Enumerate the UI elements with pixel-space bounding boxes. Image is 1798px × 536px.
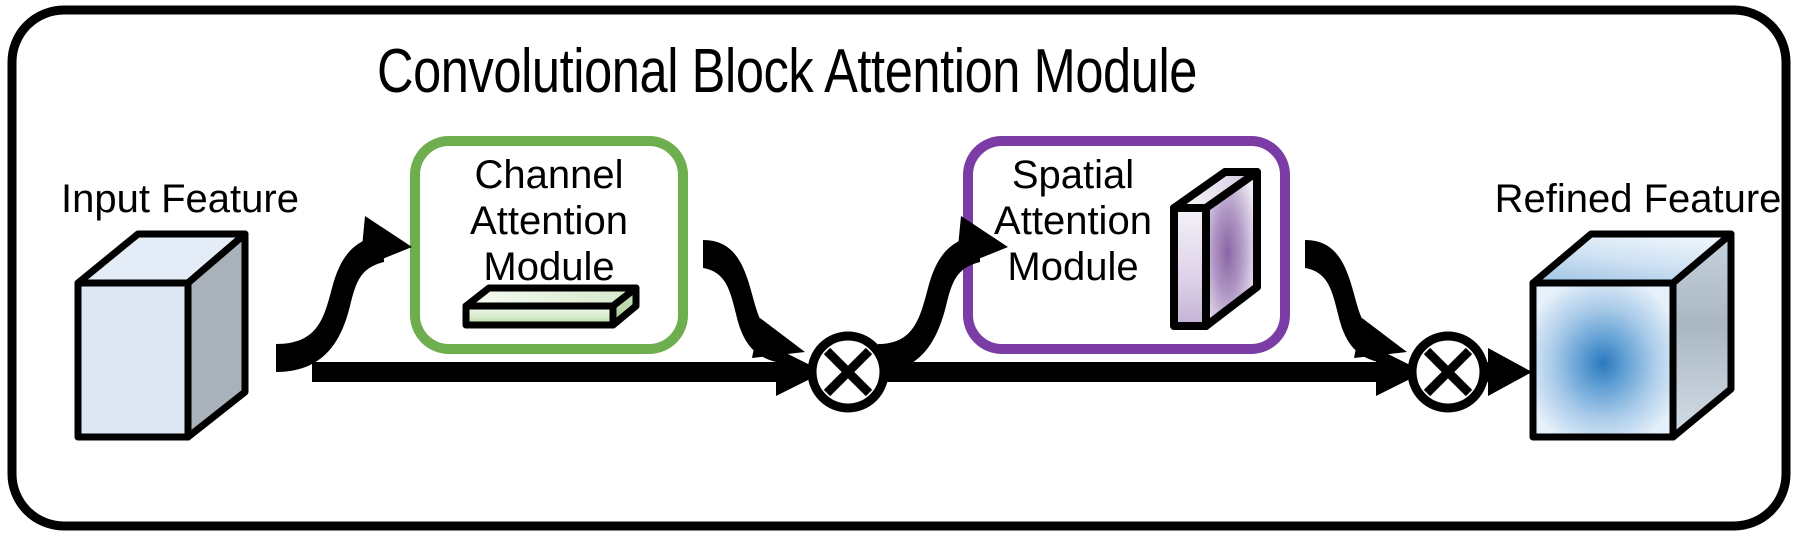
skip-connection-lines — [312, 348, 1532, 396]
spatial-module-line-3: Module — [1007, 245, 1138, 289]
input-feature-label: Input Feature — [61, 177, 299, 221]
line-mul2-to-output — [1476, 348, 1532, 396]
arrow-spatial-to-mul2 — [1305, 240, 1407, 362]
line-mul1-to-mul2 — [872, 348, 1424, 396]
channel-module-line-2: Attention — [470, 199, 628, 243]
spatial-attention-module[interactable]: Spatial Attention Module — [963, 136, 1290, 354]
channel-bar-3d-icon — [462, 284, 640, 329]
channel-module-line-3: Module — [483, 245, 614, 289]
channel-module-line-1: Channel — [474, 153, 623, 197]
input-feature-cube — [74, 230, 249, 441]
spatial-module-line-2: Attention — [994, 199, 1152, 243]
operator-mul-1[interactable] — [807, 331, 889, 413]
spatial-plate-3d-icon — [1170, 168, 1261, 330]
arrow-input-to-channel — [276, 216, 412, 372]
line-input-to-mul1 — [312, 348, 824, 396]
spatial-module-line-1: Spatial — [1012, 153, 1134, 197]
curved-arrows — [276, 216, 1407, 372]
page-title: Convolutional Block Attention Module — [377, 37, 1197, 106]
arrow-mul1-to-spatial — [878, 216, 1008, 372]
refined-feature-cube — [1529, 230, 1735, 441]
arrow-channel-to-mul1 — [703, 240, 805, 362]
refined-feature-label: Refined Feature — [1495, 177, 1782, 221]
operator-mul-2[interactable] — [1407, 331, 1489, 413]
channel-attention-module[interactable]: Channel Attention Module — [410, 136, 688, 354]
